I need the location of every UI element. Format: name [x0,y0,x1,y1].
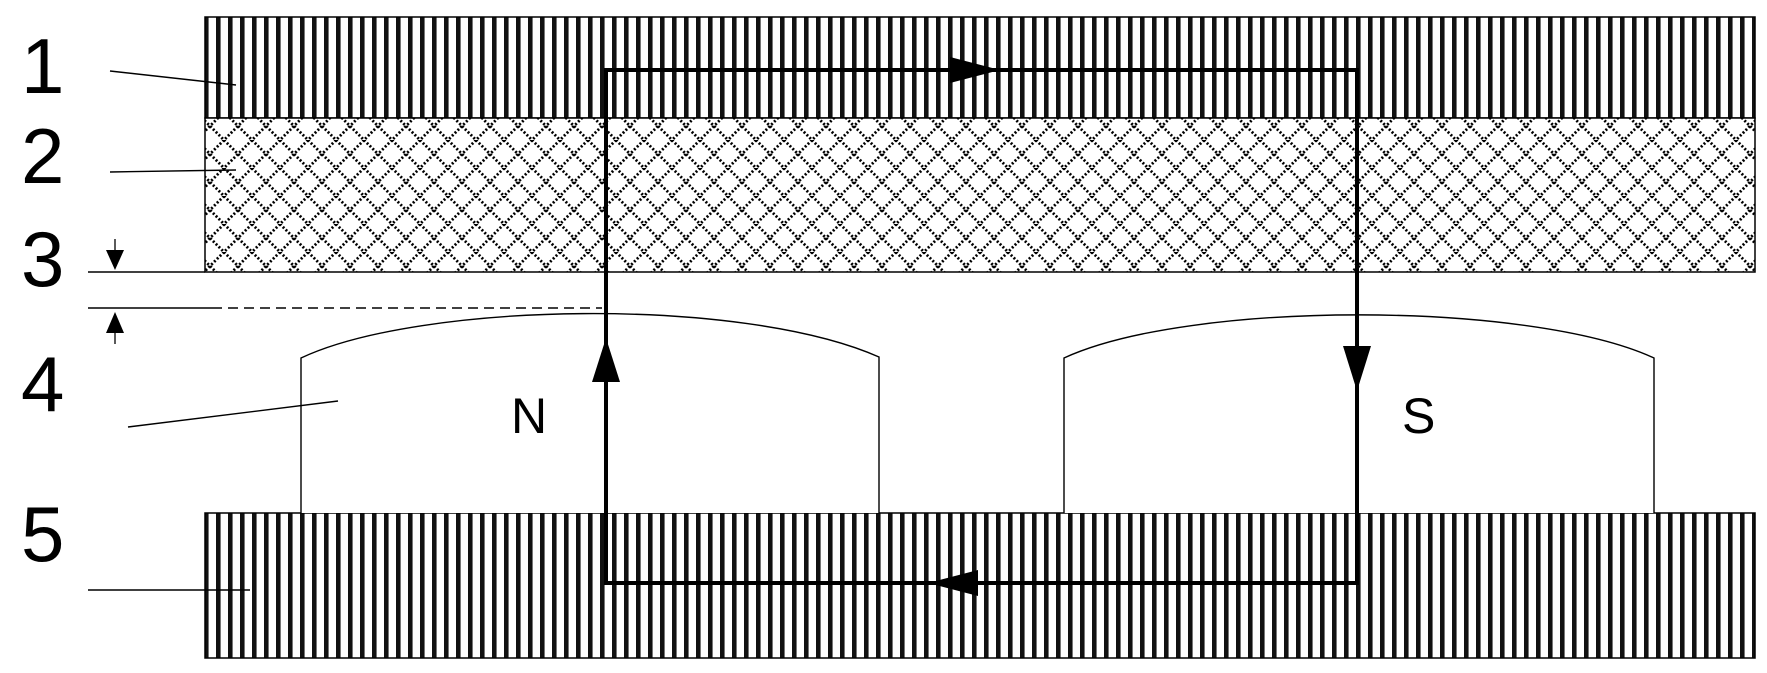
magnet-4-label: 4 [21,340,64,428]
upper-flux-arrow-right [950,57,1000,83]
gap-3-label: 3 [21,215,64,303]
layer-2-label: 2 [21,112,64,200]
crosshatched-layer [204,117,1756,273]
south-pole-label: S [1402,388,1435,444]
leader-lines [88,70,339,591]
lower-layer-5 [204,512,1756,659]
layer-1-leader-line [109,70,237,86]
upper-layer-2 [204,117,1756,273]
layer-2-leader-line [109,169,237,173]
right-flux-arrow-down [1343,346,1371,391]
lower-flux-arrow-left [928,570,978,596]
north-magnet [300,312,880,513]
layer-5-label: 5 [21,490,64,578]
magnetic-flux-path [604,68,1359,585]
flux-loop [592,57,1371,596]
magnet-4-leader-line [127,400,339,428]
permanent-magnets [300,312,1655,513]
pole-labels: N S [511,388,1435,444]
lower-striped-layer [204,512,1756,659]
left-labels: 1 2 3 4 5 [21,22,64,578]
left-flux-arrow-up [592,338,620,382]
layer-1-label: 1 [21,22,64,110]
gap-top-arrowhead [106,250,124,270]
gap-indicator [88,239,602,344]
north-pole-label: N [511,388,547,444]
gap-bottom-arrowhead [106,312,124,333]
